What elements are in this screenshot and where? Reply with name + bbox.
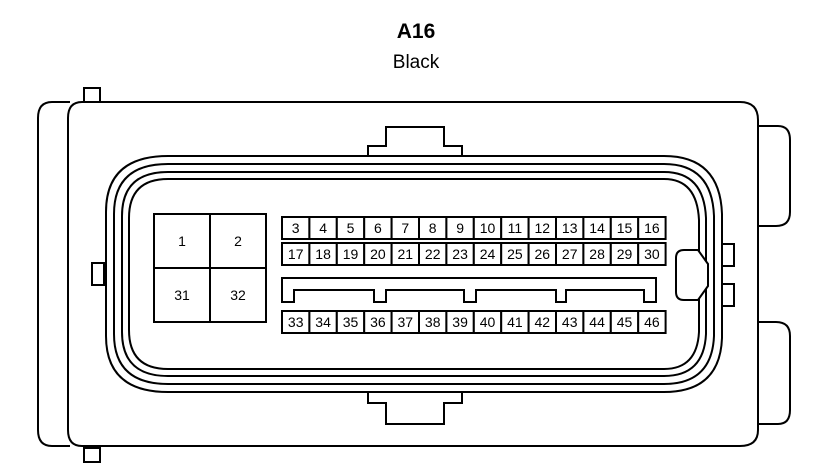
terminal-7-label: 7 (401, 220, 409, 236)
right-lower-ear (758, 321, 791, 425)
terminal-40-label: 40 (480, 314, 496, 330)
terminal-32-cell (209, 267, 267, 323)
terminal-12-label: 12 (535, 220, 551, 236)
terminal-32-label: 32 (230, 287, 246, 303)
terminal-16-label: 16 (644, 220, 660, 236)
terminal-25-label: 25 (507, 246, 523, 262)
terminal-36-label: 36 (370, 314, 386, 330)
terminal-46-cell (637, 310, 667, 334)
bottom-key (367, 392, 463, 425)
left-side-tab (91, 262, 105, 286)
terminal-22-label: 22 (425, 246, 441, 262)
terminal-37-label: 37 (398, 314, 414, 330)
terminal-30-label: 30 (644, 246, 660, 262)
connector-housing (37, 87, 791, 463)
terminal-33-label: 33 (288, 314, 304, 330)
connector-code: A16 (396, 20, 436, 43)
terminal-2-label: 2 (234, 233, 242, 249)
terminal-38-label: 38 (425, 314, 441, 330)
terminal-18-label: 18 (315, 246, 331, 262)
terminal-3-label: 3 (292, 220, 300, 236)
terminal-24-label: 24 (480, 246, 496, 262)
terminal-11-label: 11 (508, 220, 523, 236)
terminal-41-label: 41 (507, 314, 523, 330)
terminal-27-label: 27 (562, 246, 578, 262)
terminal-28-label: 28 (589, 246, 605, 262)
terminal-5-label: 5 (347, 220, 355, 236)
inner-outline-2 (113, 163, 715, 385)
terminal-8-label: 8 (429, 220, 437, 236)
terminal-43-label: 43 (562, 314, 578, 330)
keying-rib (281, 277, 657, 303)
terminal-34-label: 34 (315, 314, 331, 330)
terminal-26-label: 26 (535, 246, 551, 262)
top-key (367, 126, 463, 156)
terminal-10-label: 10 (480, 220, 496, 236)
inner-outline-4 (128, 178, 700, 370)
terminal-45-label: 45 (617, 314, 633, 330)
terminal-35-label: 35 (343, 314, 359, 330)
terminal-31-cell (153, 267, 211, 323)
latch-tab-bottom (83, 447, 101, 463)
terminal-29-label: 29 (617, 246, 633, 262)
terminal-13-label: 13 (562, 220, 578, 236)
terminal-23-label: 23 (452, 246, 468, 262)
terminal-9-label: 9 (456, 220, 464, 236)
left-lock-bracket (37, 101, 70, 447)
terminal-6-label: 6 (374, 220, 382, 236)
terminal-31-label: 31 (174, 287, 190, 303)
terminal-4-label: 4 (319, 220, 327, 236)
terminal-46-label: 46 (644, 314, 660, 330)
terminal-42-label: 42 (535, 314, 551, 330)
terminal-44-label: 44 (589, 314, 605, 330)
inner-right-latch (675, 249, 709, 301)
inner-outline-3 (121, 171, 707, 377)
terminal-17-label: 17 (288, 246, 304, 262)
terminal-21-label: 21 (398, 246, 414, 262)
terminal-30-cell (637, 242, 667, 266)
right-upper-ear (758, 125, 791, 227)
terminal-39-label: 39 (452, 314, 468, 330)
terminal-14-label: 14 (589, 220, 605, 236)
terminal-15-label: 15 (617, 220, 633, 236)
terminal-19-label: 19 (343, 246, 359, 262)
terminal-1-label: 1 (178, 233, 186, 249)
terminal-16-cell (637, 216, 667, 240)
terminal-20-label: 20 (370, 246, 386, 262)
terminal-2-cell (209, 213, 267, 269)
connector-color: Black (392, 52, 440, 73)
